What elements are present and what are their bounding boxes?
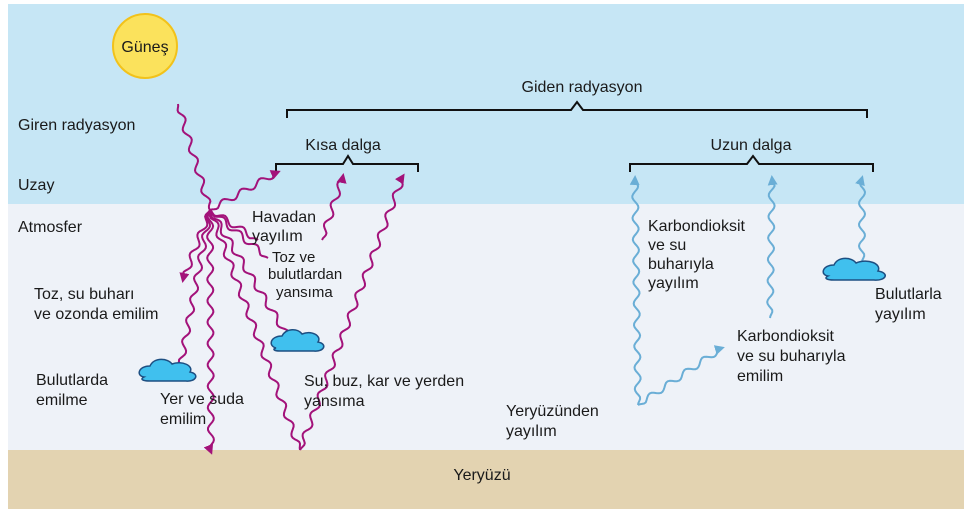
cloud-reflect-ray [209,209,269,259]
shortwave-label: Kısa dalga [305,137,381,154]
sun-icon [112,13,178,79]
incoming-label: Giren radyasyon [18,117,135,134]
outgoing-brace [286,100,868,118]
co2-scatter-arrow [766,175,778,319]
cloud-icon [138,358,197,382]
dust-absorb-arrow [179,209,211,283]
cloud-icon [822,257,886,281]
longwave-brace [629,154,874,172]
atmosphere-layer [8,204,964,450]
shortwave-brace [275,154,419,172]
cloud-reflect-arrow [321,173,347,241]
surface-reflect-arrow [299,173,405,451]
ground-absorb-arrow [203,209,215,455]
atmosphere-label: Atmosfer [18,219,83,236]
cloud-emit-arrow [855,175,866,263]
co2-absorb-arrow [637,345,725,406]
surface-emit-arrow [629,175,642,406]
incoming-radiation-arrow [176,103,212,211]
surface-layer [8,450,964,509]
shortwave-scatter-arrow [209,170,281,211]
cloud-incoming-arrow [209,209,291,341]
longwave-label: Uzun dalga [711,137,792,154]
surface-label: Yeryüzü [453,467,510,484]
outgoing-label: Giden radyasyon [522,79,643,96]
cloud-icon [270,329,325,352]
space-label: Uzay [18,177,54,194]
radiation-arrows [176,103,866,455]
surface-incoming-arrow [209,209,301,451]
sun-label: Güneş [121,39,168,56]
cloud-absorb-arrow [177,209,211,369]
